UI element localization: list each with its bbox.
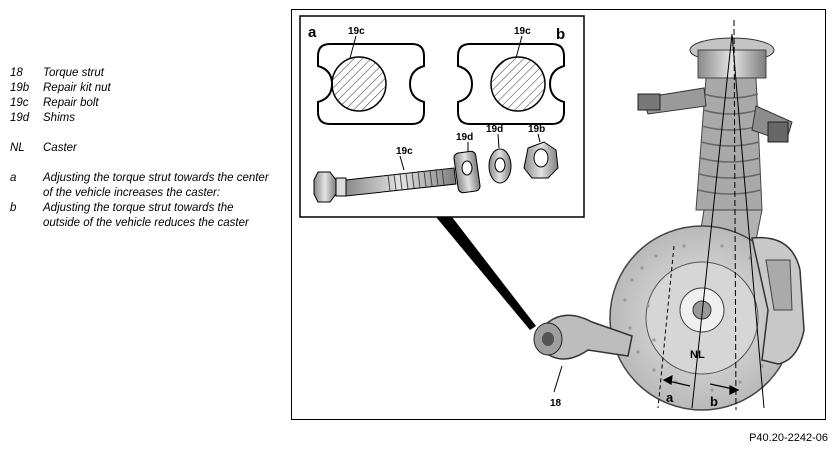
legend-key: 19d (10, 112, 30, 124)
slot-b-shape (457, 43, 565, 125)
callout-b: b (710, 394, 718, 409)
repair-nut (523, 141, 559, 179)
callout-19c-right: 19c (514, 26, 531, 37)
callout-19d: 19d (456, 132, 473, 143)
legend-key: b (10, 202, 17, 214)
legend-note-a: a Adjusting the torque strut towards the… (10, 171, 270, 201)
legend-item: 19d Shims (10, 111, 270, 126)
callout-19c-bolt: 19c (396, 146, 413, 157)
torque-strut (533, 314, 633, 393)
legend-text: Repair bolt (43, 97, 99, 109)
legend-item: 19c Repair bolt (10, 96, 270, 111)
figure-caption: P40.20-2242-06 (749, 432, 828, 444)
legend-key: a (10, 172, 17, 184)
legend-key: 19b (10, 82, 30, 94)
inset-label-a: a (308, 24, 317, 41)
callout-18: 18 (550, 398, 562, 409)
legend-item-nl: NL Caster (10, 141, 270, 156)
pointer-wedge (436, 217, 536, 330)
inset-label-b: b (556, 26, 565, 43)
legend-text: Caster (43, 142, 77, 154)
legend-text: Repair kit nut (43, 82, 111, 94)
callout-19b: 19b (528, 124, 545, 135)
shim-1 (453, 150, 481, 194)
callout-nl: NL (690, 349, 705, 361)
legend-text: Adjusting the torque strut towards the o… (43, 202, 249, 229)
legend-text: Adjusting the torque strut towards the c… (43, 172, 269, 199)
slot-a-shape (317, 43, 425, 125)
legend-key: NL (10, 142, 25, 154)
callout-a: a (666, 390, 674, 405)
legend-text: Shims (43, 112, 75, 124)
legend-item: 18 Torque strut (10, 66, 270, 81)
legend-item: 19b Repair kit nut (10, 81, 270, 96)
detail-inset (299, 15, 585, 218)
legend-text: Torque strut (43, 67, 104, 79)
brake-caliper (751, 236, 805, 365)
caster-lines (657, 19, 765, 411)
callout-19c-left: 19c (348, 26, 365, 37)
suspension-illustration: a b 19c 19c 19c 19d 19d 19b NL a b 18 (299, 15, 805, 411)
adjustment-arrows (662, 374, 740, 395)
repair-bolt (313, 155, 457, 203)
suspension-figure: a b 19c 19c 19c 19d 19d 19b NL a b 18 (291, 9, 826, 420)
legend: 18 Torque strut 19b Repair kit nut 19c R… (10, 66, 270, 231)
callout-19d-2: 19d (486, 124, 503, 135)
legend-note-b: b Adjusting the torque strut towards the… (10, 201, 270, 231)
legend-key: 18 (10, 67, 23, 79)
shim-2 (488, 148, 512, 184)
legend-key: 19c (10, 97, 29, 109)
